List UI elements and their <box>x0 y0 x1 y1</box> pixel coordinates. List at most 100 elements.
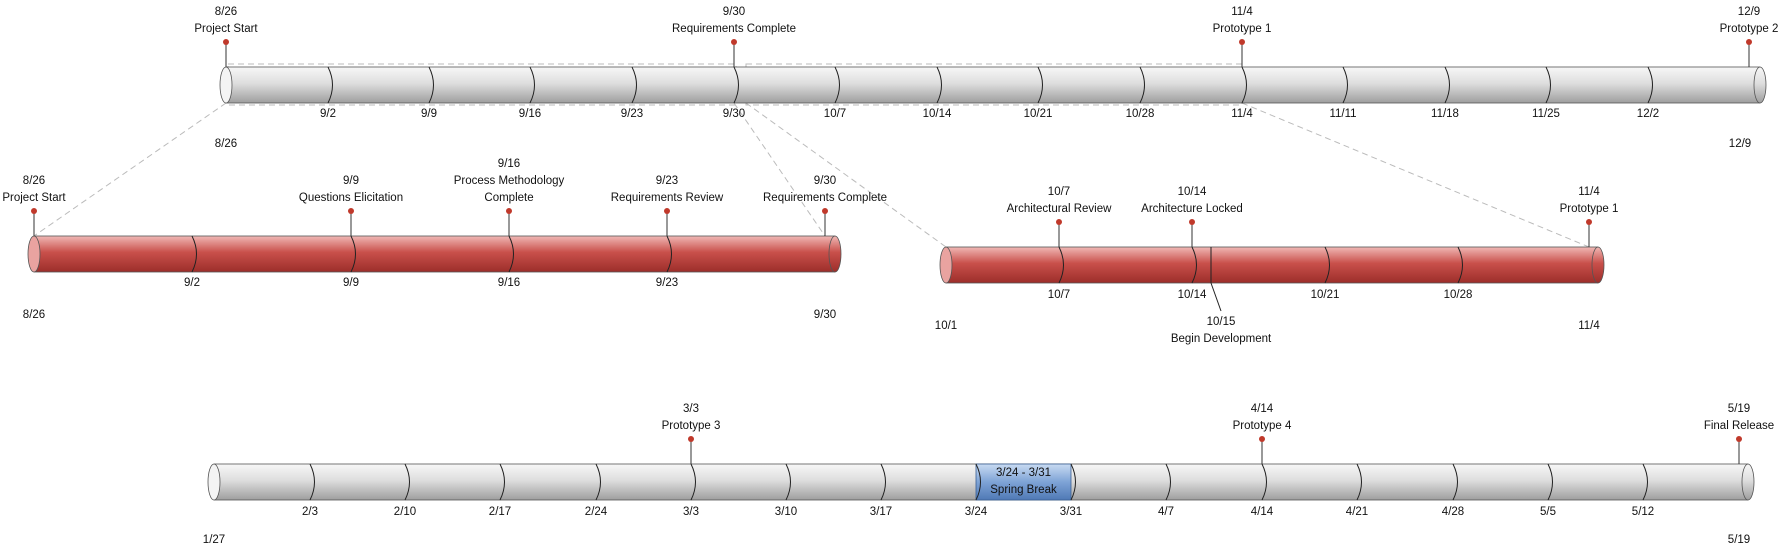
week-divider <box>1444 66 1450 104</box>
week-divider <box>1452 463 1458 501</box>
milestone-name: Prototype 3 <box>661 420 721 432</box>
timeline-end-cap <box>1753 66 1767 104</box>
zoom-connector-line <box>33 102 227 237</box>
milestone-marker <box>1239 39 1245 45</box>
week-divider <box>1547 463 1553 501</box>
week-divider <box>1037 66 1043 104</box>
tick-label: 10/14 <box>1177 289 1207 301</box>
milestone-date: 10/7 <box>1047 186 1071 198</box>
week-divider <box>350 235 356 273</box>
spring-break-range: 3/24 - 3/31 <box>996 467 1051 479</box>
tick-label: 3/3 <box>683 506 699 518</box>
milestone-name: Final Release <box>1703 420 1775 432</box>
milestone-marker <box>1746 39 1752 45</box>
milestone-name: Complete <box>484 192 534 204</box>
milestone-name: Questions Elicitation <box>298 192 404 204</box>
tick-label: 9/16 <box>518 108 542 120</box>
spring-break-name: Spring Break <box>990 484 1057 496</box>
tick-label: 4/14 <box>1250 506 1274 518</box>
tick-label: 3/24 <box>964 506 988 518</box>
week-divider <box>1165 463 1171 501</box>
tick-label: 9/9 <box>343 277 359 289</box>
milestone-marker <box>1056 219 1062 225</box>
timeline-start-cap <box>207 463 221 501</box>
milestone-date: 9/30 <box>722 6 746 18</box>
timeline-end-cap <box>1591 246 1605 284</box>
requirements-timeline <box>27 208 842 273</box>
week-divider <box>1324 246 1330 284</box>
week-divider <box>1457 246 1463 284</box>
tick-label: 10/28 <box>1443 289 1473 301</box>
tick-label: 11/25 <box>1532 108 1560 120</box>
prototype-timeline <box>939 219 1605 312</box>
timeline-start-label: 10/1 <box>934 320 958 332</box>
tick-label: 9/16 <box>497 277 521 289</box>
milestone-marker <box>1259 436 1265 442</box>
timeline-start-cap <box>27 235 41 273</box>
tick-label: 12/2 <box>1636 108 1660 120</box>
milestone-marker <box>506 208 512 214</box>
milestone-marker <box>1189 219 1195 225</box>
tick-label: 10/21 <box>1310 289 1340 301</box>
week-divider <box>1261 463 1267 501</box>
zoom-bracket-requirements <box>227 63 737 106</box>
week-divider <box>1647 66 1653 104</box>
milestone-name: Requirements Review <box>610 192 724 204</box>
timeline-end-label: 9/30 <box>813 309 837 321</box>
timeline-bar <box>225 66 1761 104</box>
tick-label: 11/18 <box>1431 108 1459 120</box>
milestone-date: 11/4 <box>1231 6 1253 18</box>
tick-label: 9/2 <box>184 277 200 289</box>
tick-label: 10/14 <box>922 108 952 120</box>
tick-label: 9/30 <box>722 108 746 120</box>
milestone-date: 12/9 <box>1737 6 1761 18</box>
milestone-marker <box>31 208 37 214</box>
week-divider <box>595 463 601 501</box>
week-divider <box>428 66 434 104</box>
week-divider <box>1139 66 1145 104</box>
tick-label: 10/21 <box>1023 108 1053 120</box>
week-divider <box>785 463 791 501</box>
milestone-date: 11/4 <box>1578 186 1600 198</box>
milestone-date: 10/14 <box>1177 186 1207 198</box>
week-divider <box>666 235 672 273</box>
zoom-connector-line <box>733 102 826 237</box>
tick-label: 5/5 <box>1540 506 1556 518</box>
tick-label: 2/24 <box>584 506 608 518</box>
milestone-name: Prototype 1 <box>1212 23 1272 35</box>
timeline-end-label: 12/9 <box>1728 138 1752 150</box>
tick-label: 9/9 <box>421 108 437 120</box>
week-divider <box>733 66 739 104</box>
week-divider <box>1241 66 1247 104</box>
zoom-connector-line <box>745 102 947 248</box>
week-divider <box>1642 463 1648 501</box>
milestone-name: Begin Development <box>1170 333 1272 345</box>
tick-label: 9/23 <box>620 108 644 120</box>
milestone-date: 8/26 <box>214 6 238 18</box>
tick-label: 2/3 <box>302 506 318 518</box>
main-timeline <box>219 39 1767 104</box>
below-milestone-leader <box>1210 282 1222 312</box>
milestone-marker <box>1736 436 1742 442</box>
milestone-date: 9/16 <box>497 158 521 170</box>
milestone-marker <box>664 208 670 214</box>
tick-label: 5/12 <box>1631 506 1655 518</box>
timeline-end-cap <box>828 235 842 273</box>
timeline-start-label: 8/26 <box>214 138 238 150</box>
tick-label: 3/10 <box>774 506 798 518</box>
milestone-marker <box>223 39 229 45</box>
milestone-marker <box>822 208 828 214</box>
milestone-name: Prototype 1 <box>1559 203 1619 215</box>
timeline-end-label: 11/4 <box>1578 320 1600 332</box>
milestone-date: 9/9 <box>342 175 359 187</box>
